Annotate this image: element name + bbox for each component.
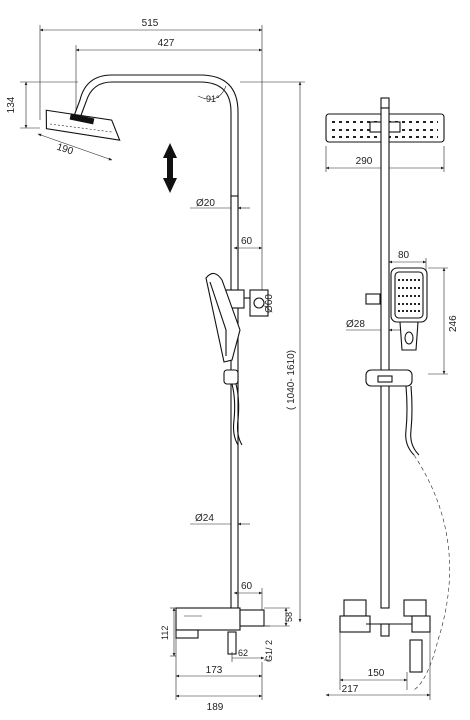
mixer-body-front: [175, 607, 265, 655]
slider-side: [365, 369, 420, 456]
hose-dashed: [413, 454, 450, 691]
head-width-label: 290: [356, 156, 373, 167]
dim-173: 173: [175, 638, 263, 700]
mixer-top-label: 58: [284, 612, 294, 622]
arm-angle: 91°: [197, 85, 227, 104]
centre-distance-label: 150: [368, 668, 385, 679]
hand-shower-front: [205, 272, 243, 446]
dim-thread: G1/ 2: [264, 625, 274, 662]
mixer-offset-label: 60: [241, 581, 253, 592]
dim-58: 58: [264, 607, 294, 627]
shower-arm: [79, 81, 232, 210]
outlet-offset-label: 62: [238, 648, 248, 658]
holder-offset-label: 60: [241, 236, 253, 247]
slider-diameter-label: Ø28: [346, 319, 365, 330]
dim-mixer-60: 60: [233, 581, 263, 612]
holder-bracket: Ø60: [225, 289, 275, 317]
dim-190: 190: [37, 133, 113, 161]
dim-d20: Ø20: [190, 198, 250, 210]
height-range-label: ( 1040- 1610): [286, 350, 297, 410]
head-diameter-label: 190: [55, 142, 75, 158]
total-depth-label: 189: [207, 702, 224, 713]
dim-62: 62: [231, 648, 265, 662]
mixer-width-label: 217: [342, 684, 359, 695]
dim-d28: Ø28: [346, 319, 400, 332]
lower-pipe-diameter-label: Ø24: [195, 513, 214, 524]
mixer-body-side: [339, 599, 431, 673]
dim-246: 246: [428, 267, 459, 375]
hand-shower-side: [365, 267, 428, 351]
dim-515: 515: [39, 18, 263, 300]
dim-427: 427: [75, 38, 263, 110]
dim-217: 217: [325, 632, 431, 700]
dim-150: 150: [339, 632, 408, 690]
riser-pipe-side: [380, 107, 390, 609]
dim-d24: Ø24: [190, 513, 250, 526]
dim-189: 189: [175, 694, 263, 713]
hand-shower-width-label: 80: [398, 250, 410, 261]
arm-reach-label: 427: [158, 38, 175, 49]
dim-80: 80: [388, 250, 427, 272]
body-depth-label: 173: [206, 665, 223, 676]
shower-arm-inner: [73, 74, 239, 210]
upper-pipe-diameter-label: Ø20: [196, 198, 215, 209]
dim-height-range: ( 1040- 1610): [240, 81, 305, 623]
height-adjust-arrow-icon: [163, 143, 177, 193]
overall-width-label: 515: [142, 18, 159, 29]
arm-angle-label: 91°: [206, 94, 220, 104]
shower-head-front: [45, 109, 121, 141]
dim-holder-60: 60: [233, 236, 263, 250]
holder-diameter-label: Ø60: [264, 294, 275, 313]
mixer-height-label: 112: [160, 626, 170, 640]
thread-label: G1/ 2: [264, 640, 274, 662]
dim-112: 112: [160, 607, 176, 657]
dim-134: 134: [6, 81, 78, 129]
head-height-label: 134: [6, 96, 17, 113]
riser-cap: [380, 97, 390, 109]
hand-shower-height-label: 246: [448, 315, 459, 332]
